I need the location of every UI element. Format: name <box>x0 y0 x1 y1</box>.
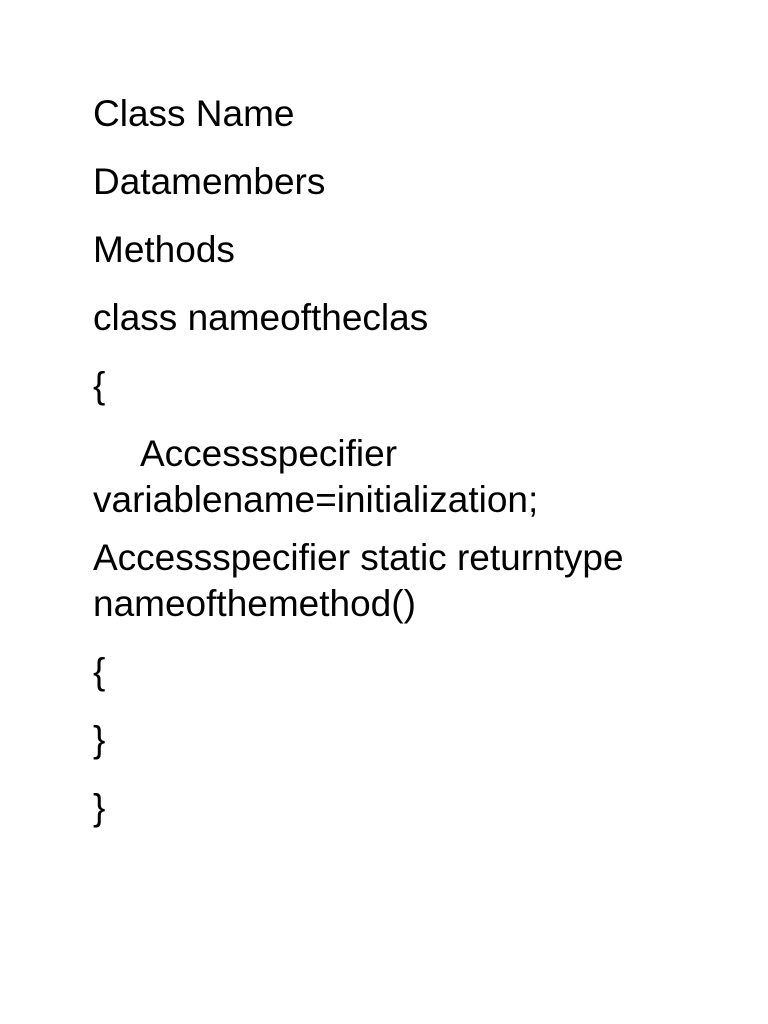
text-line-method-open-brace: { <box>93 651 106 692</box>
text-line-open-brace: { <box>93 365 106 406</box>
text-line-class-declaration: class nameoftheclas <box>93 297 429 338</box>
text-line-method-declaration: Accessspecifier static returntype nameof… <box>93 537 624 624</box>
text-line-class-name: Class Name <box>93 93 295 134</box>
text-line-variable-declaration: Accessspecifier variablename=initializat… <box>93 433 539 520</box>
text-line-class-close-brace: } <box>93 787 106 828</box>
document-body: Class Name Datamembers Methods class nam… <box>93 91 693 853</box>
text-line-methods: Methods <box>93 229 235 270</box>
text-line-method-close-brace: } <box>93 719 106 760</box>
text-line-datamembers: Datamembers <box>93 161 326 202</box>
